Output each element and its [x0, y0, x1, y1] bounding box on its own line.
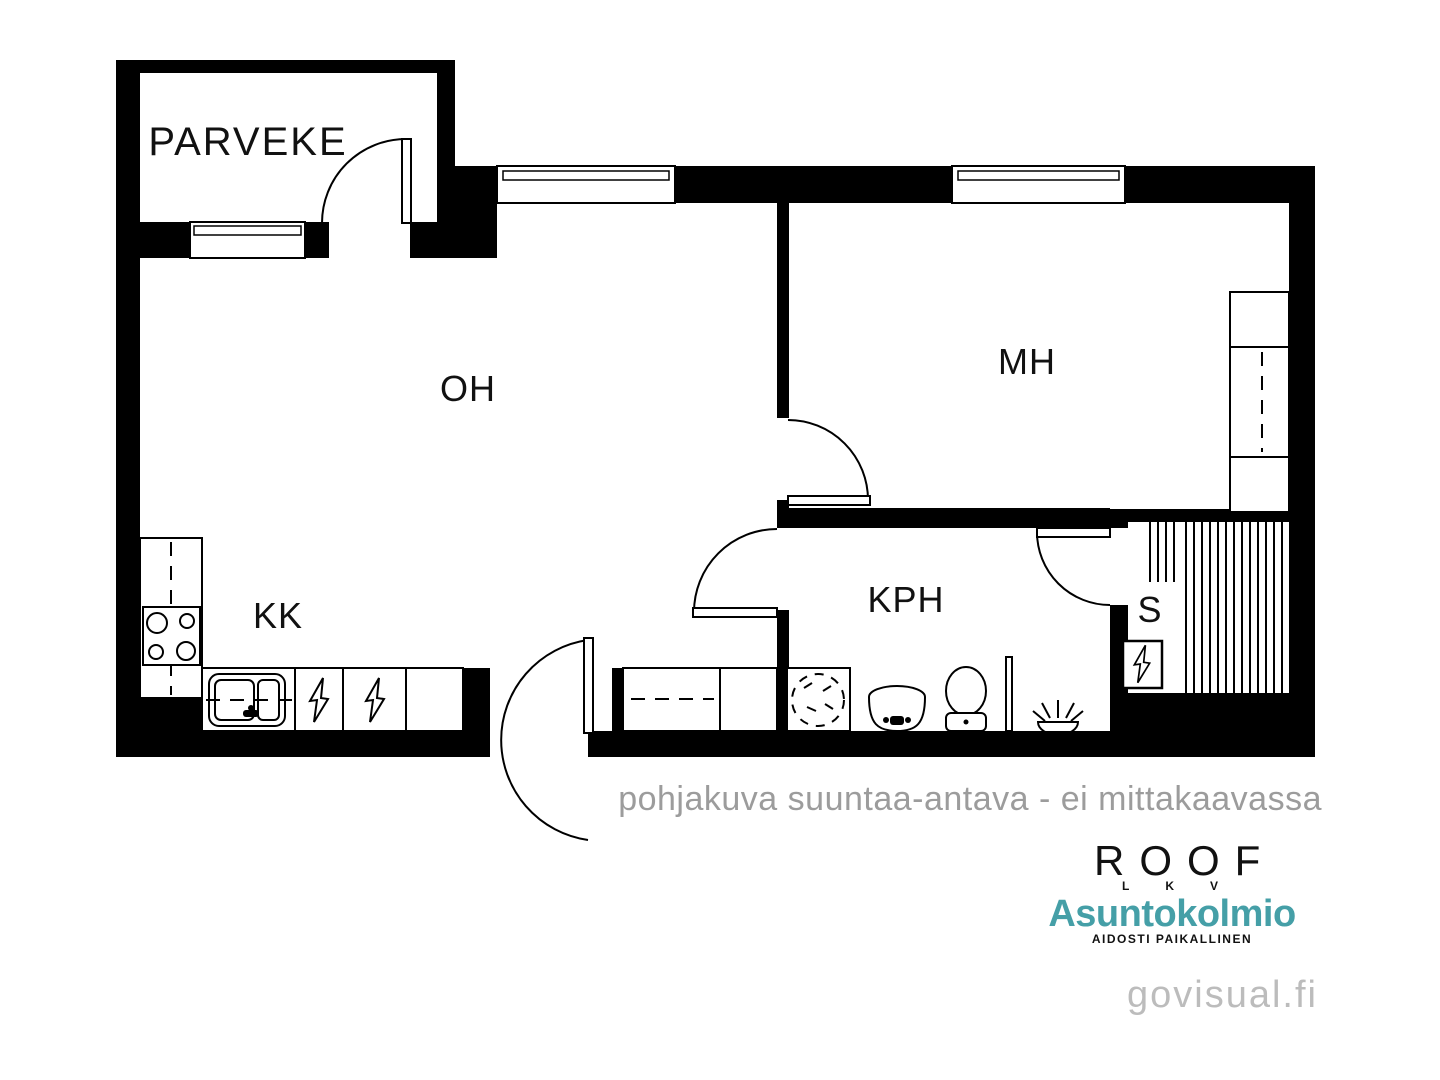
balcony-door — [321, 138, 412, 224]
sauna-heater-icon — [1121, 639, 1164, 690]
wall-balcony-right — [437, 63, 455, 223]
watermark-text: govisual.fi — [1127, 974, 1318, 1016]
hall-closet — [622, 667, 778, 732]
wall-left — [116, 60, 140, 757]
appliance-bolt-icon — [308, 677, 330, 723]
wall-bottom-left — [116, 731, 490, 757]
roof-lkv-logo: ROOF LKV — [1094, 837, 1275, 893]
bathroom-sink-icon — [867, 685, 927, 733]
wall-top-b — [1125, 166, 1315, 203]
room-label-parveke: PARVEKE — [148, 120, 347, 164]
entrance-door — [500, 637, 594, 841]
wall-sauna-door-stub-top — [1108, 509, 1128, 528]
wall-right — [1289, 166, 1315, 757]
living-room-window — [496, 165, 676, 204]
bedroom-wardrobe — [1229, 291, 1290, 513]
wall-top-block — [452, 166, 497, 258]
toilet-icon — [945, 666, 987, 732]
room-label-kph: KPH — [867, 579, 944, 620]
asuntokolmio-logo-tagline: AIDOSTI PAIKALLINEN — [1092, 932, 1252, 946]
shower-screen — [1005, 656, 1013, 732]
doors — [321, 138, 1111, 841]
wall-balcony-top — [116, 60, 455, 73]
room-label-mh: MH — [998, 341, 1056, 382]
wall-balcony-sill-left — [116, 222, 190, 258]
bedroom-door — [787, 419, 871, 506]
wall-mh-kph — [777, 508, 1110, 528]
disclaimer-text: pohjakuva suuntaa-antava - ei mittakaava… — [618, 780, 1322, 818]
room-label-s: S — [1137, 589, 1162, 630]
room-label-oh: OH — [440, 368, 496, 409]
wall-bottom-right — [588, 731, 1315, 757]
asuntokolmio-logo: Asuntokolmio AIDOSTI PAIKALLINEN — [1048, 893, 1296, 946]
bedroom-window — [951, 165, 1126, 204]
stove-icon — [142, 606, 201, 666]
wall-top-a — [675, 166, 952, 203]
wall-kitchen-corner — [137, 698, 203, 731]
wall-balcony-sill-mid — [305, 222, 329, 258]
bathroom-fixtures — [786, 656, 1084, 736]
floor-drain-icon — [1032, 700, 1084, 736]
footer: pohjakuva suuntaa-antava - ei mittakaava… — [618, 780, 1322, 1016]
room-labels: PARVEKE OH MH KK KPH S — [148, 120, 1162, 636]
windows — [189, 165, 1126, 259]
wall-oh-mh — [777, 203, 789, 418]
kitchen-sink-icon — [208, 673, 286, 727]
wall-entry-stub — [612, 668, 624, 731]
washing-machine-icon — [786, 667, 851, 732]
roof-logo-title: ROOF — [1094, 837, 1275, 884]
balcony-window — [189, 221, 306, 259]
sauna-benches — [1149, 522, 1283, 693]
sauna-door — [1036, 527, 1111, 606]
kitchen — [139, 537, 464, 732]
roof-logo-subtitle: LKV — [1122, 879, 1254, 893]
room-label-kk: KK — [253, 595, 303, 636]
appliance-bolt-icon — [364, 677, 386, 723]
sauna — [1121, 522, 1283, 693]
asuntokolmio-logo-title: Asuntokolmio — [1048, 893, 1295, 935]
wall-kitchen-end-stub — [463, 668, 490, 731]
bathroom-door — [692, 528, 778, 618]
wall-sauna-bottom — [1110, 693, 1289, 731]
walls — [116, 60, 1315, 757]
